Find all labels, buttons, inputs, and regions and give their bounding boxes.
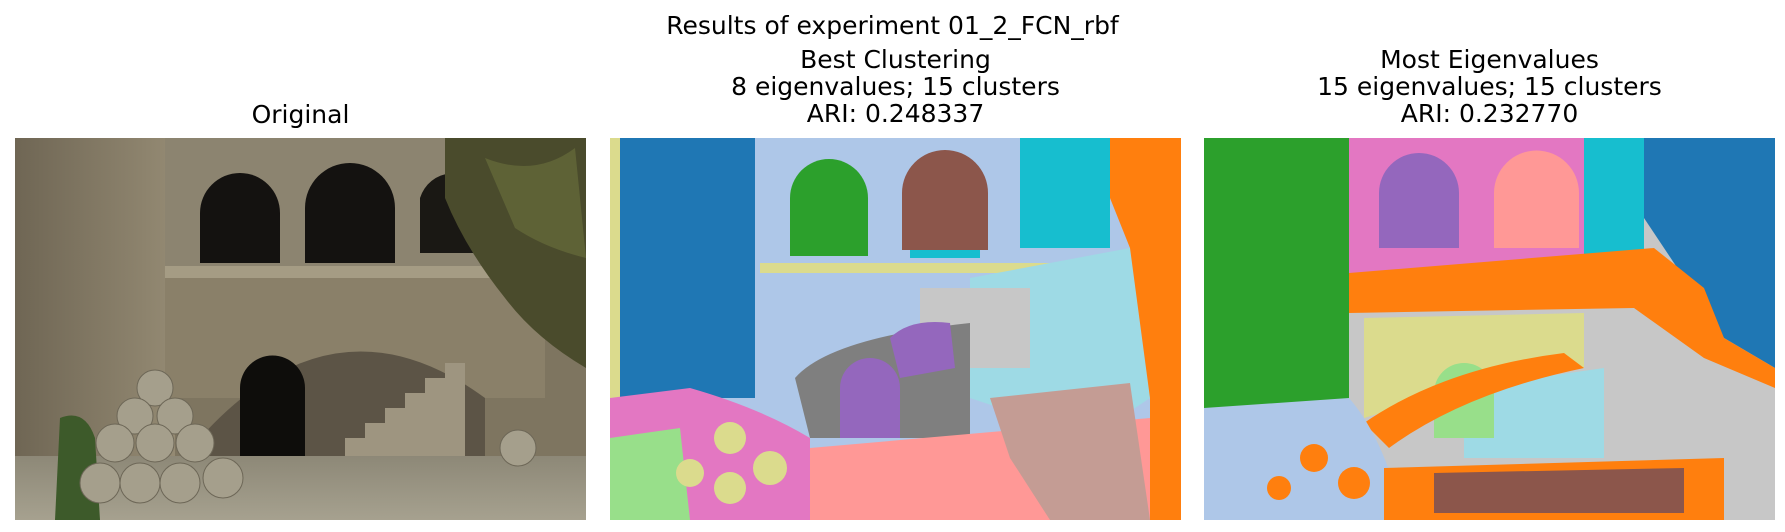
segment <box>1204 138 1349 408</box>
best-clustering-segmentation <box>610 138 1181 520</box>
original-image <box>15 138 586 520</box>
segment-blobs <box>676 422 787 504</box>
segment <box>1300 444 1328 472</box>
panel-title-line: 15 eigenvalues; 15 clusters <box>1317 72 1662 101</box>
segment <box>676 459 704 487</box>
panel-title-line: Best Clustering <box>800 45 991 74</box>
segment <box>760 263 1080 273</box>
segment <box>714 422 746 454</box>
figure-suptitle: Results of experiment 01_2_FCN_rbf <box>666 11 1119 40</box>
segment <box>610 428 690 520</box>
segment <box>902 150 988 250</box>
segment <box>753 451 787 485</box>
segment <box>1110 138 1181 520</box>
segment <box>790 159 868 256</box>
segment <box>1338 467 1370 499</box>
segment <box>1379 153 1459 248</box>
segment <box>1644 138 1775 368</box>
panel-title-line: 8 eigenvalues; 15 clusters <box>731 72 1060 101</box>
panel-title-line: Most Eigenvalues <box>1380 45 1599 74</box>
panel-title-line: Original <box>251 100 350 129</box>
segment <box>610 138 620 478</box>
segment <box>1020 138 1110 248</box>
most-eigenvalues-segmentation <box>1204 138 1775 520</box>
segment <box>714 472 746 504</box>
panel-title-original: Original <box>15 101 586 128</box>
segment <box>1364 353 1584 448</box>
segment <box>1349 248 1775 388</box>
segment <box>1267 476 1291 500</box>
best-clustering-image <box>610 138 1181 520</box>
panel-title-line: ARI: 0.248337 <box>806 99 985 128</box>
original-photo-drawing <box>15 138 586 520</box>
panel-title-most-eigenvalues: Most Eigenvalues 15 eigenvalues; 15 clus… <box>1204 46 1775 127</box>
most-eigenvalues-image <box>1204 138 1775 520</box>
segment <box>1434 468 1684 513</box>
segment <box>1494 150 1579 248</box>
segment <box>610 138 755 398</box>
panel-title-line: ARI: 0.232770 <box>1400 99 1579 128</box>
segment <box>890 322 955 378</box>
segment-blobs <box>1267 444 1370 500</box>
segment <box>840 358 900 438</box>
segment <box>990 383 1150 520</box>
segment <box>1584 138 1644 258</box>
panel-title-best-clustering: Best Clustering 8 eigenvalues; 15 cluste… <box>610 46 1181 127</box>
